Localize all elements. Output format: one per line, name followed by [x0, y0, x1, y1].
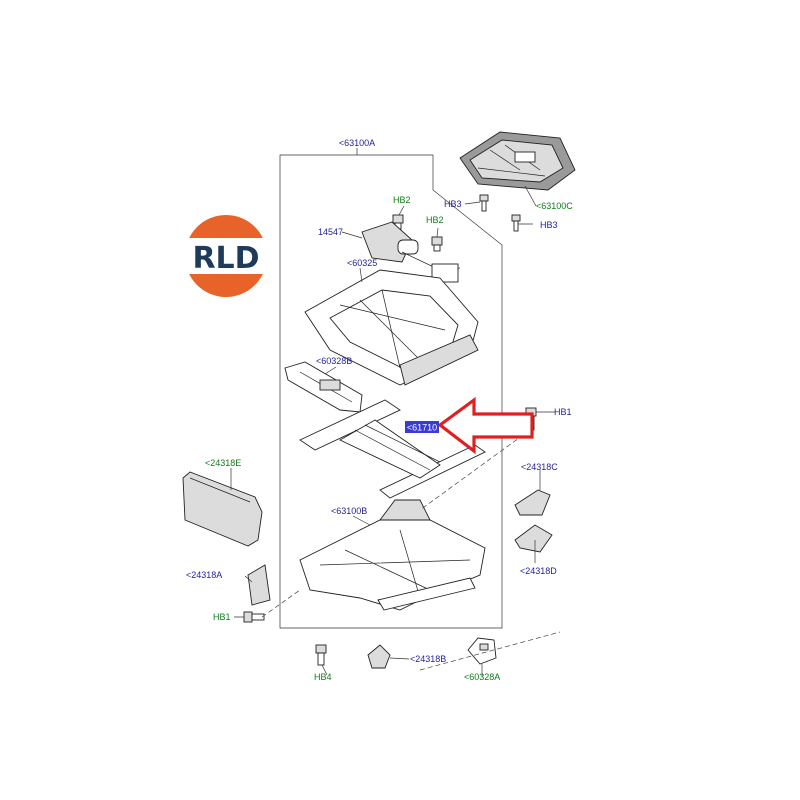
- rld-logo: RLD: [182, 215, 270, 297]
- label-24318e: <24318E: [205, 458, 241, 468]
- part-14547-motor: [361, 221, 461, 283]
- label-61710: <61710: [407, 423, 437, 433]
- alignment-line-right: [419, 429, 531, 511]
- label-hb2-a: HB2: [393, 195, 411, 205]
- logo-text: RLD: [192, 241, 259, 276]
- part-24318d-trim: [514, 524, 553, 553]
- label-hb3-a: HB3: [444, 199, 462, 209]
- label-60325: <60325: [347, 258, 377, 268]
- assembly-frame: [279, 154, 503, 629]
- label-24318b: <24318B: [410, 654, 446, 664]
- part-60328a-bracket: [467, 637, 497, 665]
- label-60328b: <60328B: [316, 356, 352, 366]
- alignment-line-bottom: [419, 631, 561, 671]
- bolt-hb1-left: [243, 611, 265, 623]
- bolt-hb2-b: [431, 236, 443, 252]
- part-24318a-trim: [247, 564, 271, 606]
- highlight-label-box: [405, 421, 439, 433]
- part-24318c-trim: [514, 489, 551, 516]
- bolt-hb4: [315, 644, 327, 666]
- part-24318e-trim: [182, 471, 263, 547]
- part-63100c: [459, 131, 576, 191]
- part-61710-rail-assembly: [299, 399, 486, 499]
- label-63100b: <63100B: [331, 506, 367, 516]
- highlight-arrow: [437, 396, 534, 455]
- part-60325-seat-frame: [304, 269, 479, 386]
- label-hb4: HB4: [314, 672, 332, 682]
- part-63100b-lower-frame: [299, 499, 486, 611]
- label-hb1-right: HB1: [554, 407, 572, 417]
- part-24318b-cap: [367, 644, 391, 669]
- label-24318d: <24318D: [520, 566, 557, 576]
- bolt-hb3-b: [511, 214, 521, 232]
- leader-lines: [230, 148, 555, 676]
- label-60328a: <60328A: [464, 672, 500, 682]
- label-63100a: <63100A: [339, 138, 375, 148]
- label-hb2-b: HB2: [426, 215, 444, 225]
- label-24318a: <24318A: [186, 570, 222, 580]
- label-14547: 14547: [318, 227, 343, 237]
- label-hb3-b: HB3: [540, 220, 558, 230]
- part-60328b-bracket: [284, 361, 363, 413]
- bolt-hb3-a: [479, 194, 489, 212]
- label-hb1-left: HB1: [213, 612, 231, 622]
- label-24318c: <24318C: [521, 462, 558, 472]
- label-63100c: <63100C: [536, 201, 573, 211]
